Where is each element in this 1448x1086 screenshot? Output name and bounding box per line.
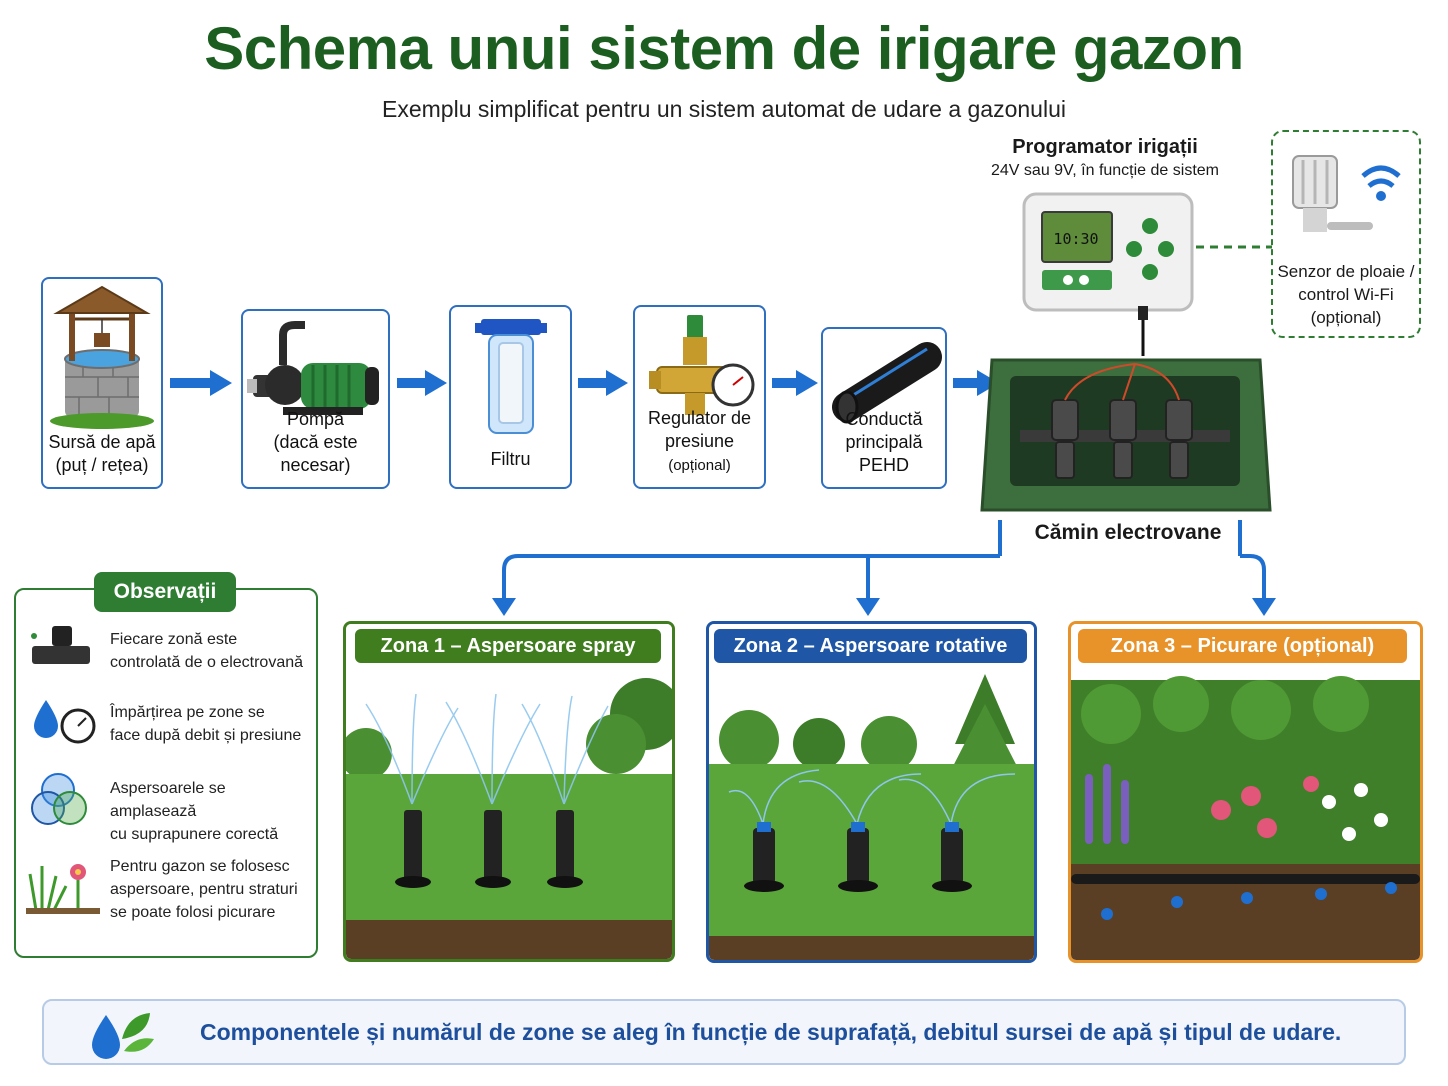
wireless-link-line xyxy=(1196,245,1272,249)
rain-sensor-box: Senzor de ploaie /control Wi-Fi(opțional… xyxy=(1271,130,1421,338)
valve-box xyxy=(980,358,1272,512)
zone-1-panel xyxy=(343,621,675,962)
flow-arrow xyxy=(170,370,232,396)
valve-box-label: Cămin electrovane xyxy=(1034,521,1222,544)
flow-arrow xyxy=(397,370,447,396)
electrovalve-icon xyxy=(31,626,90,664)
flow-arrow xyxy=(953,370,999,396)
pump-label: Pompă(dacă este necesar) xyxy=(273,409,358,475)
water-leaf-icon xyxy=(92,1013,154,1059)
zone-2-scene xyxy=(709,624,1034,960)
zone-1-title: Zona 1 – Aspersoare spray xyxy=(355,629,661,663)
regulator-label: Regulator de presiune (opțional) xyxy=(647,408,752,474)
controller-display-time: 10:30 xyxy=(1053,230,1099,248)
grass-flower-icon xyxy=(26,864,100,914)
controller-title: Programator irigații xyxy=(1012,136,1198,158)
card-filter: Filtru xyxy=(449,305,572,489)
pressure-regulator-icon xyxy=(649,315,755,415)
rain-sensor-label: Senzor de ploaie /control Wi-Fi(opțional… xyxy=(1277,262,1415,327)
footer-note: Componentele și numărul de zone se aleg … xyxy=(42,999,1406,1065)
filter-icon xyxy=(475,319,547,434)
zone-3-scene xyxy=(1071,624,1420,960)
footer-text: Componentele și numărul de zone se aleg … xyxy=(200,1019,1342,1045)
card-water-source: Sursă de apă(puț / rețea) xyxy=(41,277,163,489)
water-source-label: Sursă de apă(puț / rețea) xyxy=(48,432,156,475)
distribution-lines xyxy=(492,520,1276,616)
zone-1-scene xyxy=(346,624,672,959)
drop-gauge-icon xyxy=(34,700,96,744)
rain-sensor-icon xyxy=(1292,155,1401,232)
filter-label: Filtru xyxy=(490,449,531,469)
controller-cable xyxy=(1138,306,1148,356)
card-pump: Pompă(dacă este necesar) xyxy=(241,309,390,489)
zone-2-panel xyxy=(706,621,1037,963)
flow-arrow xyxy=(578,370,628,396)
notes-title: Observații xyxy=(94,572,236,612)
pump-icon xyxy=(247,321,379,415)
controller-subtitle: 24V sau 9V, în funcție de sistem xyxy=(991,162,1219,179)
well-icon xyxy=(50,285,154,429)
page-title: Schema unui sistem de irigare gazon xyxy=(204,15,1244,82)
page-subtitle: Exemplu simplificat pentru un sistem aut… xyxy=(382,96,1066,122)
card-pressure-regulator: Regulator de presiune (opțional) xyxy=(633,305,766,489)
zone-2-title: Zona 2 – Aspersoare rotative xyxy=(714,629,1027,663)
zone-3-title: Zona 3 – Picurare (opțional) xyxy=(1078,629,1407,663)
overlap-circles-icon xyxy=(31,773,87,825)
pipe-icon xyxy=(832,342,942,424)
flow-arrow xyxy=(772,370,818,396)
zone-3-panel xyxy=(1068,621,1423,963)
controller-device[interactable] xyxy=(1020,190,1196,314)
